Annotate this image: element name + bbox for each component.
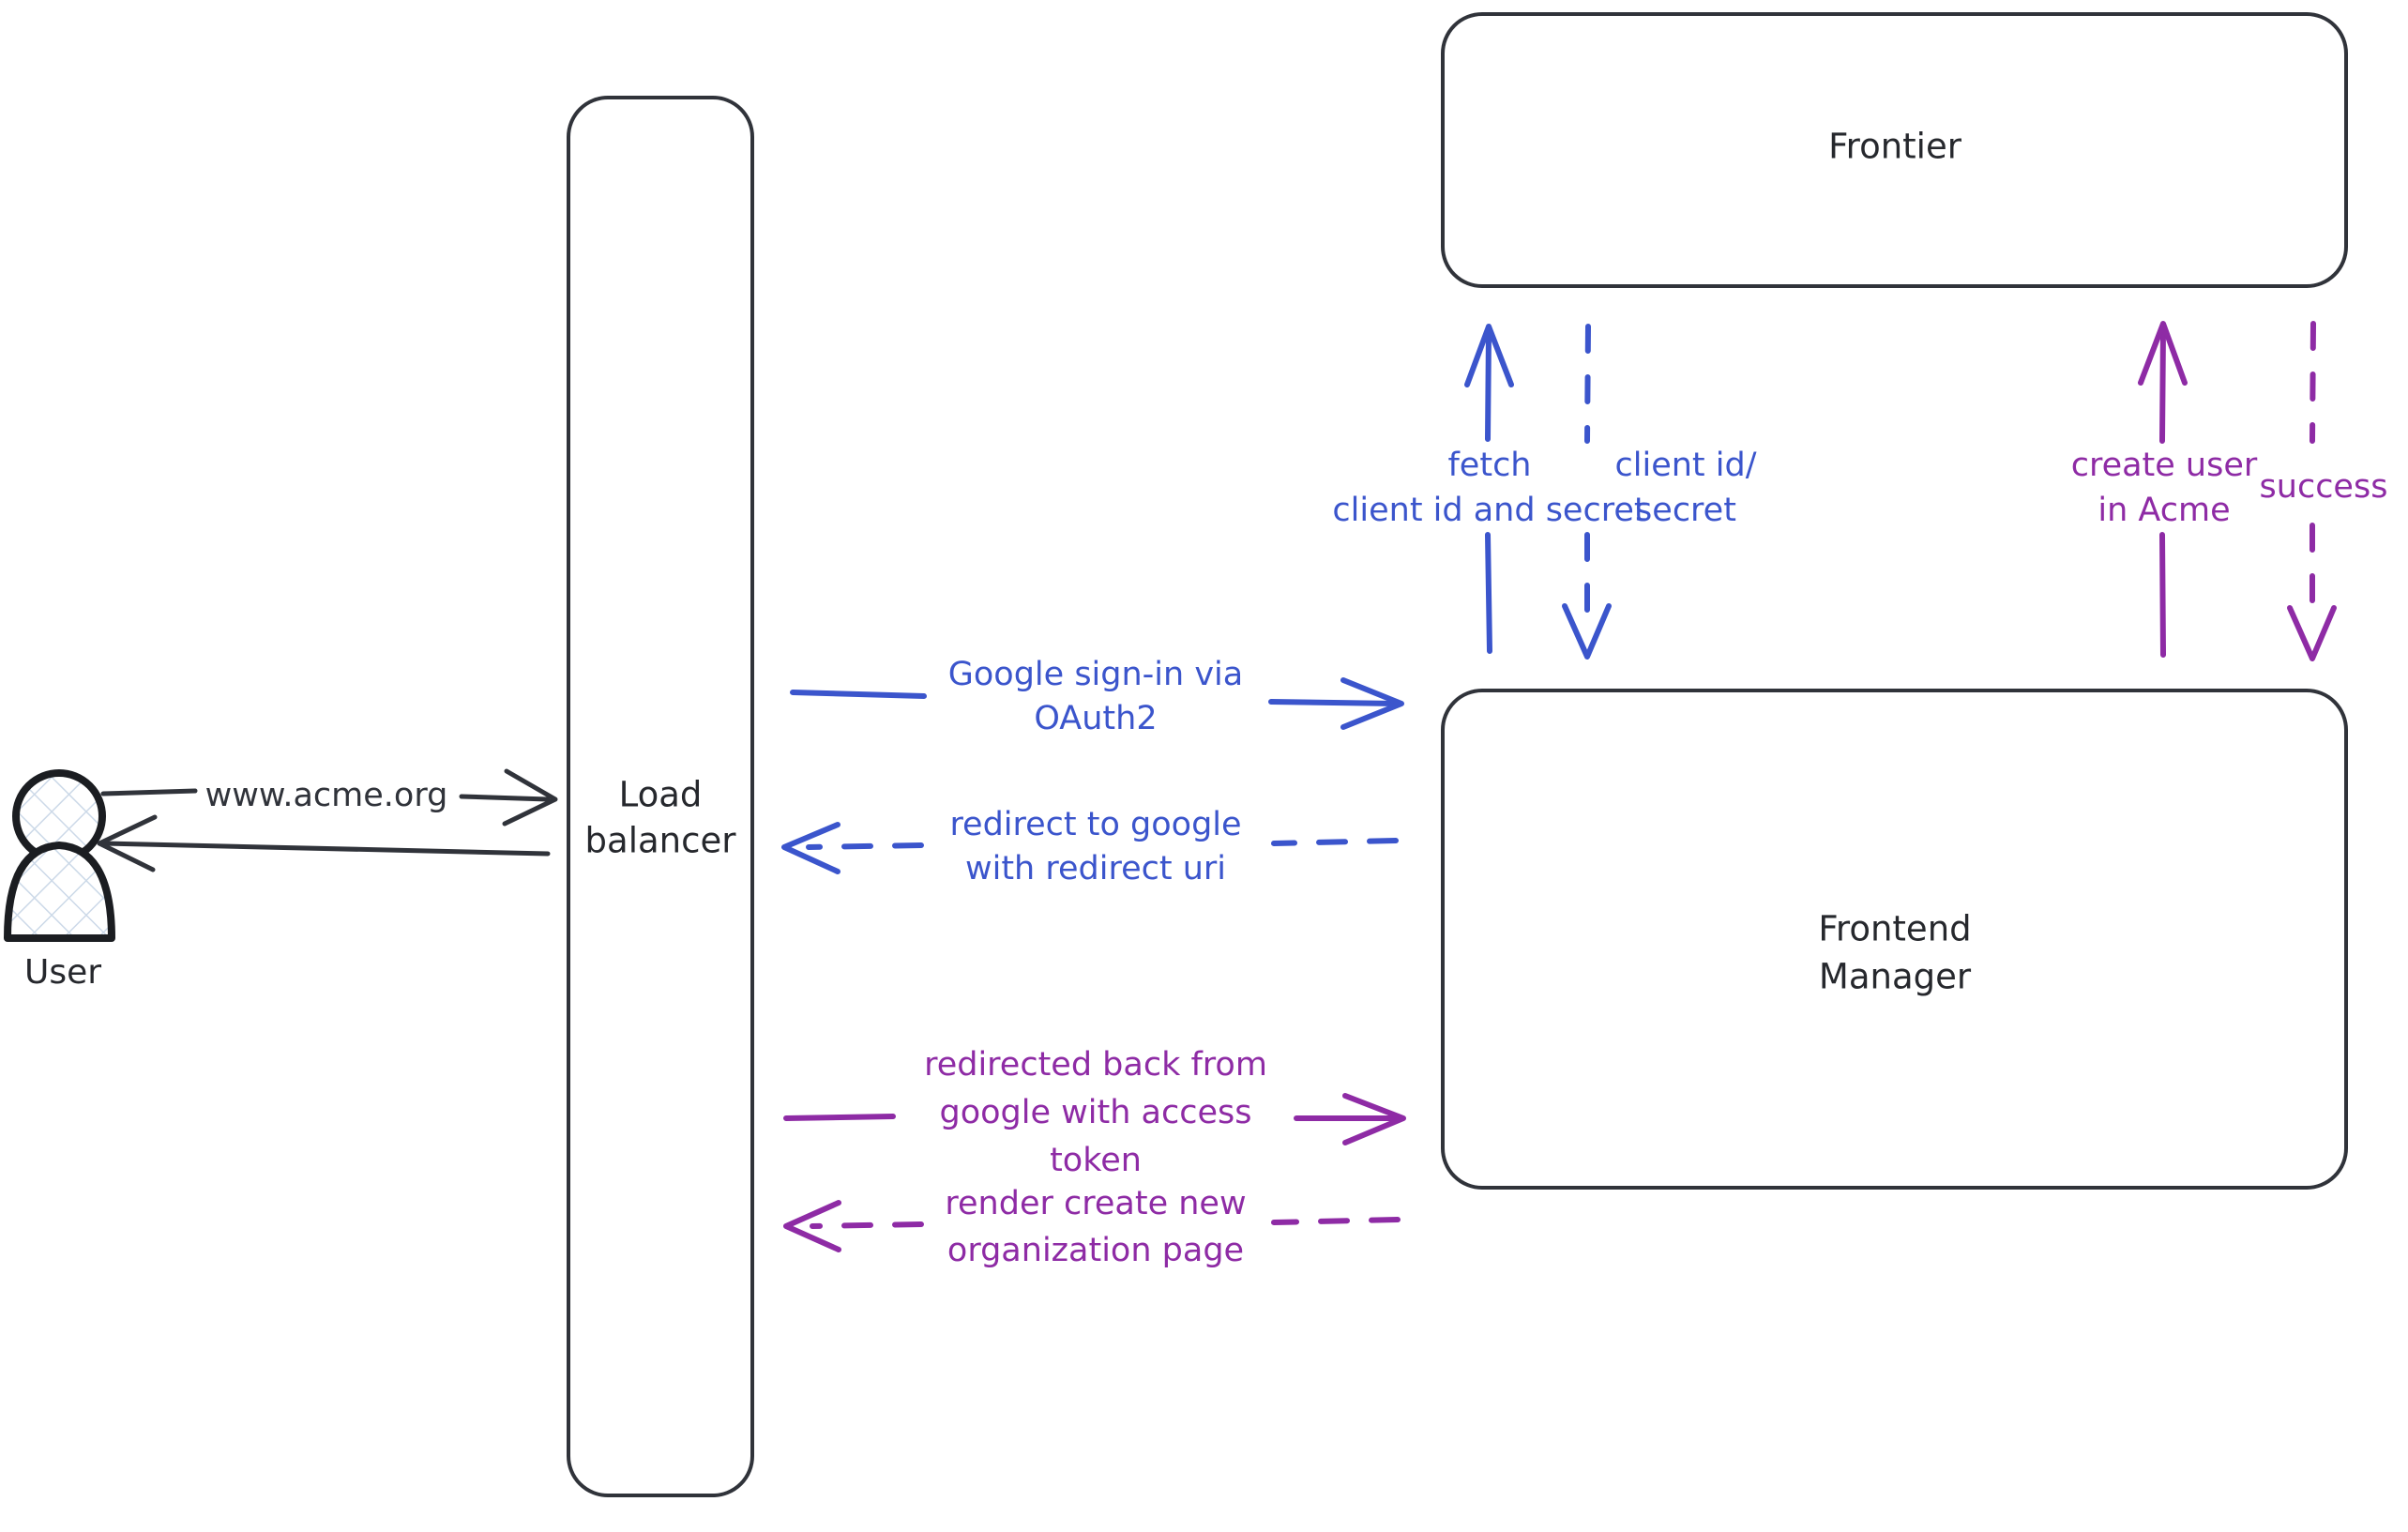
edge-fm-to-frontier-create-label-line-1: create user — [2071, 447, 2258, 484]
edge-fm-to-frontier-fetch[interactable]: fetch client id and secret — [1332, 324, 1647, 654]
node-frontier-shape — [1441, 12, 2348, 288]
node-load-balancer-label-line-2: balancer — [585, 821, 737, 861]
edge-user-to-lb-line-left — [100, 788, 198, 796]
edge-lb-to-user[interactable] — [97, 814, 551, 872]
edge-lb-to-user-arrowhead — [97, 814, 158, 872]
edge-fm-to-lb-redirect[interactable]: redirect to google with redirect uri — [781, 806, 1399, 887]
edge-lb-to-fm-signin-arrowhead — [1340, 677, 1404, 730]
node-load-balancer[interactable]: Load balancer — [567, 96, 754, 1497]
edge-fm-to-frontier-fetch-label-line-1: fetch — [1447, 447, 1531, 484]
user-person-icon-body — [4, 842, 115, 942]
edge-frontier-to-fm-creds[interactable]: client id/ secret — [1562, 324, 1757, 660]
edge-frontier-to-fm-success-label: success — [2260, 468, 2388, 506]
edge-fm-to-lb-redirect-line-right — [1271, 838, 1399, 846]
edge-user-to-lb-arrowhead — [502, 768, 558, 827]
edge-fm-to-frontier-fetch-line-upper — [1485, 329, 1492, 442]
edge-frontier-to-fm-success[interactable]: success — [2260, 321, 2388, 661]
edge-fm-to-lb-redirect-arrowhead — [781, 822, 841, 874]
edge-lb-to-fm-signin-line-right — [1268, 699, 1399, 706]
edge-user-to-lb[interactable]: www.acme.org — [100, 768, 558, 827]
edge-lb-to-user-line — [100, 841, 551, 857]
edge-user-to-lb-line-right — [459, 794, 551, 802]
edge-fm-to-lb-render-label-line-2: organization page — [947, 1232, 1244, 1269]
edge-lb-to-fm-token-label-line-2: google with access — [940, 1094, 1252, 1131]
edge-fm-to-lb-redirect-label-line-1: redirect to google — [949, 806, 1241, 843]
node-load-balancer-label-line-1: Load — [619, 775, 703, 815]
node-load-balancer-shape — [567, 96, 754, 1497]
edge-lb-to-fm-signin-line-left — [790, 690, 927, 699]
edge-lb-to-fm-token[interactable]: redirected back from google with access … — [783, 1046, 1406, 1179]
node-frontend-manager-shape — [1441, 689, 2348, 1190]
edge-fm-to-frontier-fetch-arrowhead — [1464, 324, 1514, 387]
edge-fm-to-frontier-create-line-upper — [2159, 326, 2166, 444]
edge-frontier-to-fm-success-line-upper — [2310, 321, 2316, 444]
edge-fm-to-lb-render[interactable]: render create new organization page — [783, 1185, 1401, 1269]
edge-lb-to-fm-signin[interactable]: Google sign-in via OAuth2 — [790, 656, 1404, 737]
edge-fm-to-lb-render-label-line-1: render create new — [945, 1185, 1246, 1222]
node-frontend-manager-label-line-1: Frontend — [1818, 909, 1971, 949]
node-frontier[interactable]: Frontier — [1441, 12, 2348, 288]
edge-frontier-to-fm-creds-line-upper — [1584, 324, 1591, 444]
edge-lb-to-fm-token-arrowhead — [1342, 1093, 1406, 1145]
actor-user[interactable]: User — [4, 769, 115, 992]
edge-fm-to-lb-redirect-label-line-2: with redirect uri — [965, 850, 1226, 887]
edge-fm-to-lb-render-line-left — [810, 1221, 924, 1229]
edge-fm-to-frontier-create-line-lower — [2159, 532, 2166, 658]
edge-fm-to-lb-render-line-right — [1271, 1217, 1401, 1225]
edge-frontier-to-fm-creds-label-line-1: client id/ — [1615, 447, 1757, 484]
edge-frontier-to-fm-success-arrowhead — [2287, 605, 2337, 661]
edge-lb-to-fm-signin-label-line-1: Google sign-in via — [948, 656, 1243, 693]
edge-user-to-lb-label: www.acme.org — [205, 777, 448, 814]
node-frontend-manager-label-line-2: Manager — [1819, 957, 1972, 997]
edge-fm-to-frontier-create-label-line-2: in Acme — [2098, 492, 2230, 529]
edge-fm-to-frontier-create[interactable]: create user in Acme — [2071, 321, 2258, 658]
edge-lb-to-fm-token-label-line-3: token — [1050, 1142, 1142, 1179]
node-frontend-manager[interactable]: Frontend Manager — [1441, 689, 2348, 1190]
edge-lb-to-fm-token-label-line-1: redirected back from — [924, 1046, 1267, 1084]
edge-fm-to-frontier-fetch-label-line-2: client id and secret — [1332, 492, 1646, 529]
edge-fm-to-frontier-create-arrowhead — [2138, 321, 2188, 386]
actor-user-label: User — [24, 953, 101, 992]
edge-frontier-to-fm-creds-arrowhead — [1562, 603, 1612, 660]
edge-lb-to-fm-signin-label-line-2: OAuth2 — [1034, 700, 1157, 737]
edge-fm-to-lb-render-arrowhead — [783, 1200, 841, 1252]
edge-fm-to-frontier-fetch-line-lower — [1485, 532, 1492, 654]
node-frontier-label: Frontier — [1828, 127, 1962, 167]
edge-frontier-to-fm-creds-label-line-2: secret — [1635, 492, 1736, 529]
edge-lb-to-fm-token-line-left — [783, 1114, 896, 1121]
edge-fm-to-lb-redirect-line-left — [806, 842, 924, 850]
